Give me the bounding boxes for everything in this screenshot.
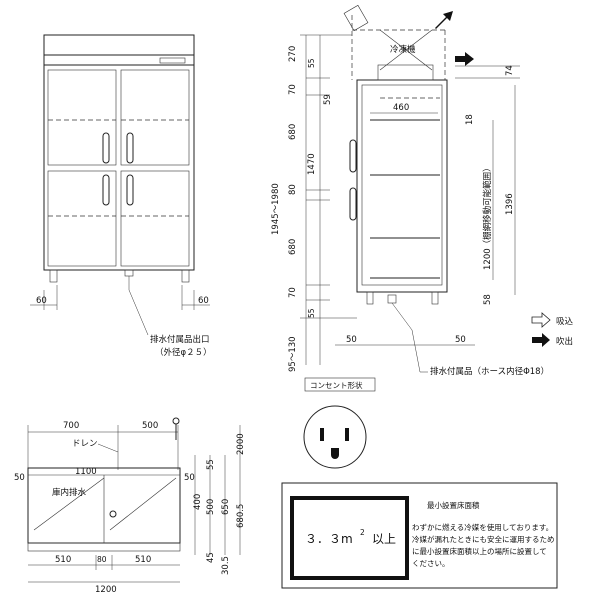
dim-70-bottom: 70 bbox=[288, 287, 298, 298]
floor-area-suffix: 以上 bbox=[372, 532, 396, 546]
handle-icon bbox=[349, 187, 357, 221]
dim-74: 74 bbox=[505, 65, 515, 76]
dim-400: 400 bbox=[193, 494, 203, 510]
airflow-legend: 吸込 吹出 bbox=[531, 312, 574, 347]
dim-50-b: 50 bbox=[184, 473, 195, 483]
dim-1100: 1100 bbox=[75, 467, 97, 477]
dim-510-b: 510 bbox=[135, 555, 151, 565]
dim-total-height: 1945～1980 bbox=[271, 183, 281, 235]
exhaust-arrow-icon bbox=[455, 52, 474, 66]
floor-note-2: 冷媒が漏れたときにも安全に運用するため bbox=[412, 534, 555, 544]
dim-680: 680.5 bbox=[236, 504, 246, 528]
floor-note-4: ください。 bbox=[412, 559, 450, 568]
dim-680-bottom: 680 bbox=[288, 239, 298, 255]
dim-55-bottom: 55 bbox=[307, 308, 316, 318]
dim-right: 60 bbox=[198, 296, 209, 306]
dim-510-a: 510 bbox=[55, 555, 71, 565]
floor-area-box: 最小設置床面積 ３．３m 2 以上 わずかに燃える冷媒を使用しております。 冷媒… bbox=[281, 482, 558, 589]
dim-1200: 1200 bbox=[95, 585, 117, 595]
dim-59: 59 bbox=[323, 94, 333, 105]
dim-50-right: 50 bbox=[455, 335, 466, 345]
floor-note-3: に最小設置床面積以上の場所に設置して bbox=[412, 546, 547, 556]
handle-icon bbox=[349, 139, 357, 173]
drain-outlet-label: 排水付属品出口 bbox=[150, 334, 210, 345]
dim-270: 270 bbox=[288, 46, 298, 62]
dim-55-top: 55 bbox=[307, 58, 316, 68]
drain-hole-icon bbox=[109, 510, 117, 518]
front-view: 60 60 排水付属品出口 （外径φ２５） bbox=[30, 34, 212, 358]
handle-icon bbox=[126, 174, 134, 206]
exhaust-arrow-icon bbox=[532, 333, 550, 347]
machine-room-label: 冷凍機 bbox=[390, 44, 416, 55]
floor-area-sup: 2 bbox=[360, 528, 365, 537]
dim-2000: 2000 bbox=[236, 433, 246, 455]
floor-note-1: わずかに燃える冷媒を使用しております。 bbox=[412, 522, 553, 532]
dim-1200-range: 1200（棚網移動可能範囲） bbox=[482, 163, 493, 270]
floor-area-value: ３．３m bbox=[305, 532, 353, 546]
dim-680-top: 680 bbox=[288, 124, 298, 140]
dim-500-v: 500 bbox=[206, 499, 216, 515]
dim-58: 58 bbox=[483, 294, 493, 305]
dim-70: 70 bbox=[288, 84, 298, 95]
legend-intake: 吸込 bbox=[556, 316, 574, 327]
floor-area-title: 最小設置床面積 bbox=[427, 500, 480, 510]
outlet-icon bbox=[303, 405, 367, 469]
legend-exhaust: 吹出 bbox=[556, 336, 573, 347]
handle-icon bbox=[126, 132, 134, 164]
dim-50-a: 50 bbox=[14, 473, 25, 483]
dim-45: 45 bbox=[206, 552, 216, 563]
dim-80: 80 bbox=[288, 184, 298, 195]
handle-icon bbox=[102, 174, 110, 206]
dim-1470: 1470 bbox=[307, 153, 317, 175]
dim-460: 460 bbox=[393, 103, 409, 113]
hose-label: 排水付属品（ホース内径Φ18） bbox=[430, 366, 549, 377]
outlet-shape: コンセント形状 bbox=[303, 377, 376, 469]
dim-1396: 1396 bbox=[505, 193, 515, 215]
dim-30: 30.5 bbox=[221, 556, 231, 575]
dim-18: 18 bbox=[465, 114, 475, 125]
drain-outlet-sub: （外径φ２５） bbox=[155, 347, 212, 358]
side-view: 冷凍機 270 70 55 680 1470 80 680 70 55 1945… bbox=[271, 4, 549, 377]
outlet-title: コンセント形状 bbox=[310, 380, 363, 390]
dim-650: 650 bbox=[221, 499, 231, 515]
intake-arrow-icon bbox=[531, 312, 551, 328]
dim-50-left: 50 bbox=[346, 335, 357, 345]
dim-foot-height: 95～130 bbox=[288, 336, 298, 372]
plan-view: 700 500 ドレン 1100 50 50 庫内排水 400 55 500 6… bbox=[14, 417, 246, 595]
drain-label: ドレン bbox=[72, 439, 98, 449]
exhaust-arrow-icon bbox=[435, 11, 453, 29]
dim-500: 500 bbox=[142, 421, 158, 431]
dim-700: 700 bbox=[63, 421, 79, 431]
dim-55: 55 bbox=[206, 459, 216, 470]
dim-left: 60 bbox=[36, 296, 47, 306]
inner-drain-label: 庫内排水 bbox=[52, 487, 87, 498]
dim-80: 80 bbox=[97, 555, 107, 564]
handle-icon bbox=[102, 132, 110, 164]
